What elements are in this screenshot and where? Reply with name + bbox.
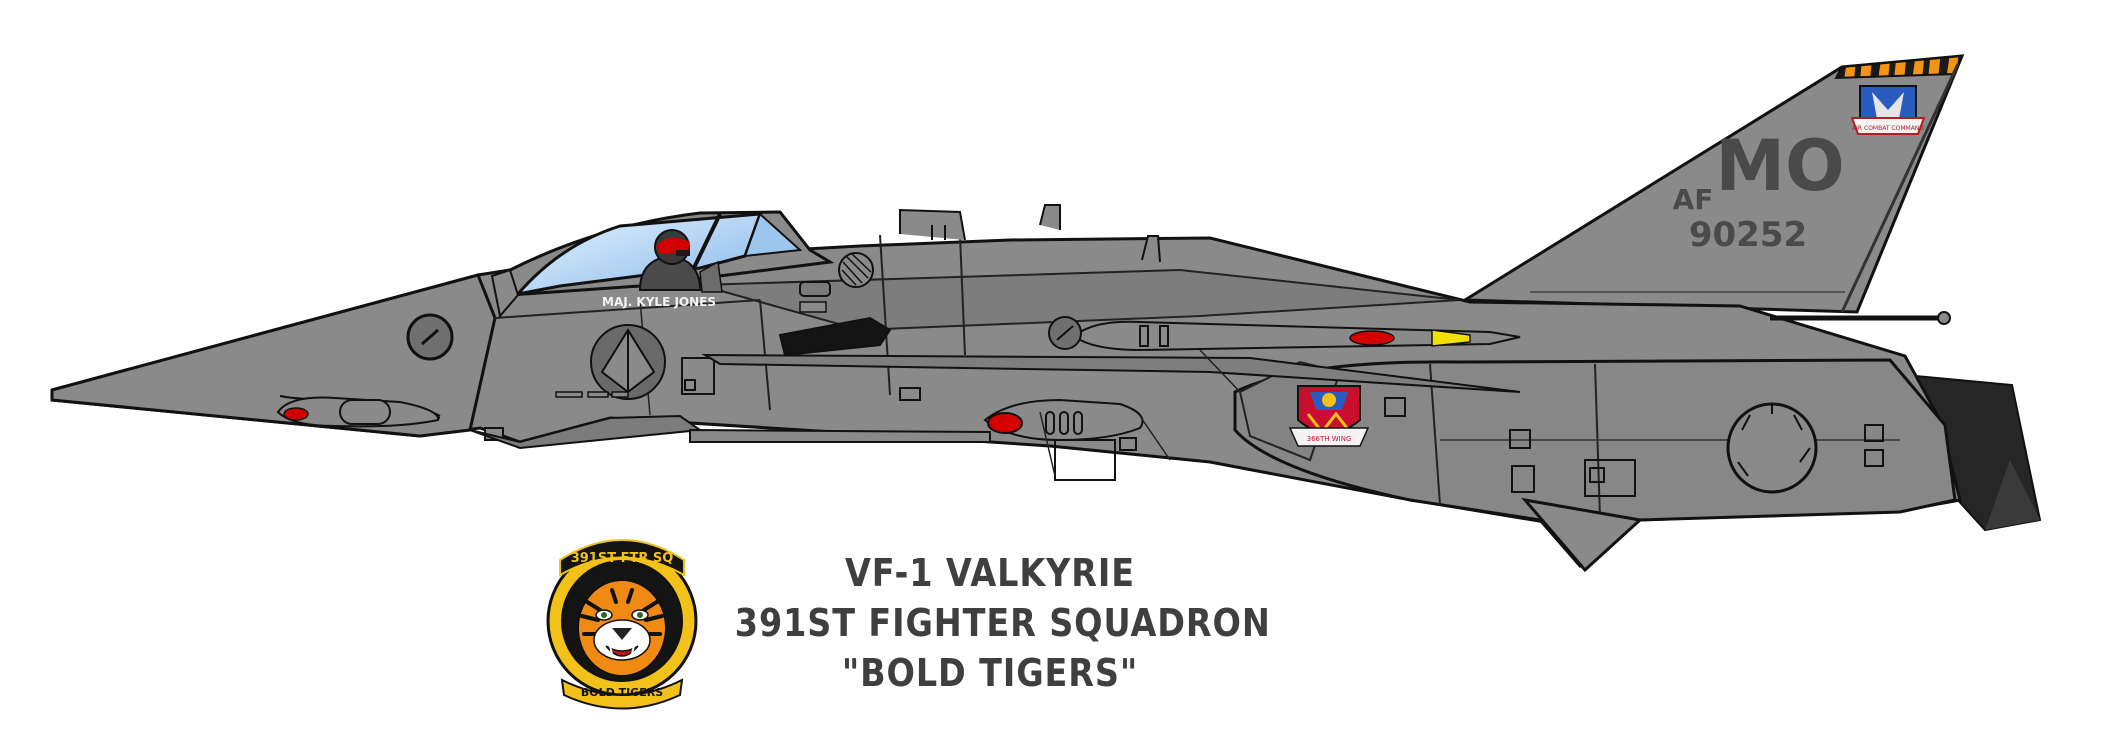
caption-line-model: VF-1 VALKYRIE — [845, 551, 1135, 595]
nose-red-marker — [283, 407, 309, 421]
patch-top-text: 391ST FTR SQ — [571, 551, 674, 566]
tiger-head-emblem — [577, 579, 667, 677]
pilot-figure — [638, 229, 723, 293]
caption-line-squadron: 391ST FIGHTER SQUADRON — [734, 601, 1271, 645]
vertical-tail: MO AF 90252 AIR COMBAT COMMAND — [1459, 54, 1965, 314]
missile — [1048, 316, 1521, 352]
rdf-insignia — [590, 324, 666, 400]
nacelle-hatch — [1726, 402, 1818, 494]
command-badge-label: AIR COMBAT COMMAND — [1852, 125, 1924, 132]
wing-badge: 366TH WING — [1288, 385, 1370, 447]
pilot-name: MAJ. KYLE JONES — [602, 295, 716, 309]
wing-badge-label: 366TH WING — [1307, 435, 1352, 443]
serial-prefix: AF — [1673, 183, 1714, 216]
serial-number: 90252 — [1689, 215, 1807, 255]
squadron-patch: 391ST FTR SQ BOLD TIGERS — [546, 539, 698, 710]
patch-bottom-text: BOLD TIGERS — [581, 686, 663, 699]
fuselage: 366TH WING MAJ. KYLE JONES — [50, 204, 1962, 573]
caption-line-nickname: "BOLD TIGERS" — [841, 651, 1139, 695]
ventral-pod — [983, 398, 1144, 442]
aircraft-caption: VF-1 VALKYRIE 391ST FIGHTER SQUADRON "BO… — [734, 548, 1271, 698]
tail-code: MO — [1715, 125, 1844, 207]
command-badge: AIR COMBAT COMMAND — [1850, 85, 1926, 135]
tiger-stripe-tail-tip — [1834, 54, 1964, 80]
intake-slot — [778, 316, 892, 357]
